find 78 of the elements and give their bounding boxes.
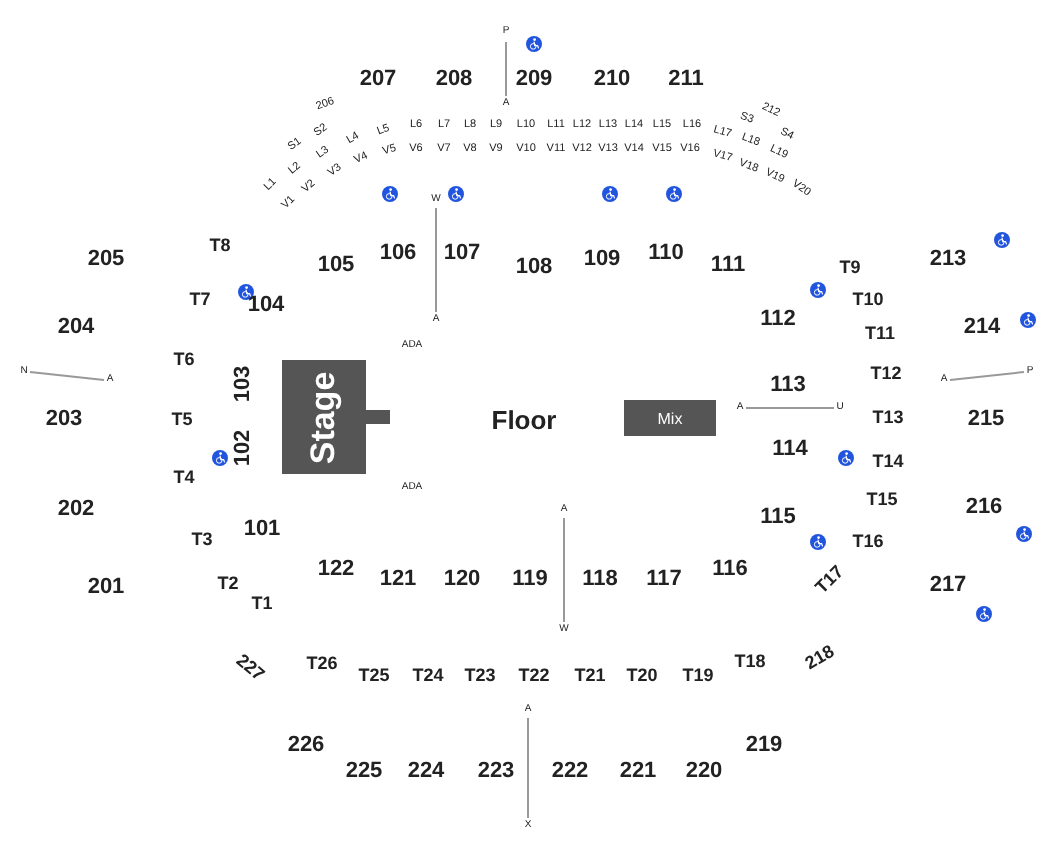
block-label: Stage	[304, 370, 344, 464]
row-label: T5	[171, 411, 193, 429]
row-label: T25	[358, 667, 390, 685]
row-label: T10	[852, 291, 884, 309]
section-number: 103	[233, 365, 255, 403]
row-label: T17	[812, 562, 848, 598]
section-number: 215	[967, 409, 1005, 431]
section-number: 121	[379, 569, 417, 591]
row-label: T26	[306, 655, 338, 673]
row-label: T24	[412, 667, 444, 685]
row-label: 218	[802, 642, 838, 674]
row-label: T19	[682, 667, 714, 685]
row-label: T13	[872, 409, 904, 427]
section-number: 214	[963, 317, 1001, 339]
row-label: T1	[251, 595, 273, 613]
section-number: 108	[515, 257, 553, 279]
section-number: 122	[317, 559, 355, 581]
section-number: 203	[45, 409, 83, 431]
row-label: T2	[217, 575, 239, 593]
section-number: 223	[477, 761, 515, 783]
section-number: 109	[583, 249, 621, 271]
section-number: 221	[619, 761, 657, 783]
section-number: 105	[317, 255, 355, 277]
row-label: T11	[865, 325, 895, 343]
section-number: 111	[710, 255, 746, 277]
section-number: 106	[379, 243, 417, 265]
row-label: T15	[866, 491, 898, 509]
section-number: 225	[345, 761, 383, 783]
row-label: T12	[870, 365, 902, 383]
section-number: 209	[515, 69, 553, 91]
row-label: T8	[209, 237, 231, 255]
section-number: 116	[712, 559, 748, 581]
section-number: 201	[87, 577, 125, 599]
section-number: 222	[551, 761, 589, 783]
section-number: 211	[668, 69, 704, 91]
section-number: 219	[745, 735, 783, 757]
row-label: T7	[189, 291, 211, 309]
section-number: 113	[770, 375, 806, 397]
row-label: T6	[173, 351, 195, 369]
section-number: 115	[760, 507, 796, 529]
block-label: Mix	[657, 409, 683, 427]
section-number: 213	[929, 249, 967, 271]
section-number: 110	[648, 243, 684, 265]
row-label: T9	[839, 259, 861, 277]
section-number: 112	[760, 309, 796, 331]
mix-booth	[624, 400, 716, 436]
row-label: T3	[191, 531, 213, 549]
section-number: 208	[435, 69, 473, 91]
section-number: 117	[646, 569, 682, 591]
row-label: T16	[852, 533, 884, 551]
row-label: T21	[574, 667, 606, 685]
section-number: 220	[685, 761, 723, 783]
row-label: T18	[734, 653, 766, 671]
section-number: 204	[57, 317, 95, 339]
section-number: 101	[243, 519, 281, 541]
row-label: T4	[173, 469, 195, 487]
section-number: 207	[359, 69, 397, 91]
section-number: 217	[929, 575, 967, 597]
section-number: 205	[87, 249, 125, 271]
section-number: 119	[512, 569, 548, 591]
section-number: 114	[772, 439, 808, 461]
area-label: Floor	[491, 407, 557, 433]
section-number: 202	[57, 499, 95, 521]
row-label: 227	[232, 651, 268, 685]
section-number: 102	[233, 429, 255, 467]
section-number: 120	[443, 569, 481, 591]
section-number: 216	[965, 497, 1003, 519]
section-number: 224	[407, 761, 445, 783]
row-label: T20	[626, 667, 658, 685]
section-number: 107	[443, 243, 481, 265]
section-number: 226	[287, 735, 325, 757]
stage-block	[282, 360, 366, 474]
row-label: T14	[872, 453, 904, 471]
row-label: T22	[518, 667, 550, 685]
section-number: 104	[247, 295, 285, 317]
row-label: T23	[464, 667, 496, 685]
section-number: 210	[593, 69, 631, 91]
section-number: 118	[582, 569, 618, 591]
